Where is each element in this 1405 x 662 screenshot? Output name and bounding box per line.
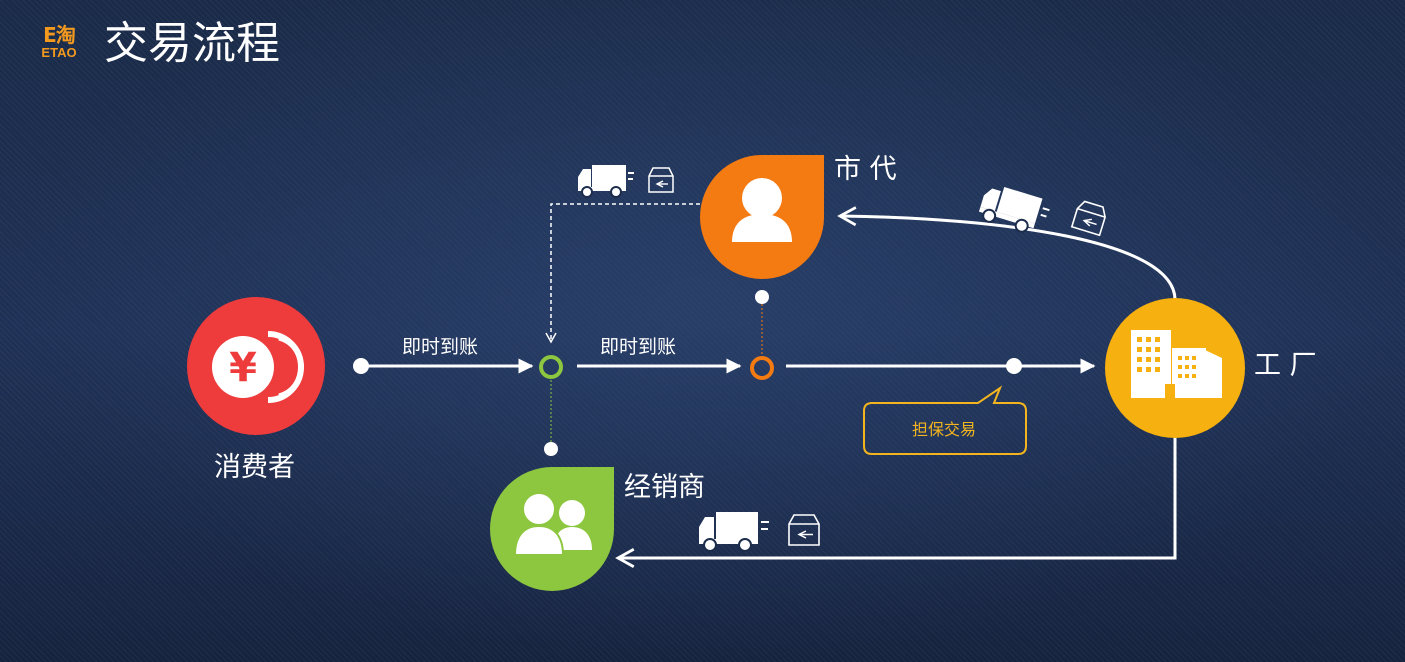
guarantee-callout-bubble bbox=[863, 385, 1027, 455]
agent-connector bbox=[755, 290, 769, 356]
logo-en-text: ETAO bbox=[41, 45, 77, 60]
edge-agent-junction-to-factory bbox=[786, 358, 1096, 374]
factory-label: 工 厂 bbox=[1254, 350, 1317, 381]
city-agent-node[interactable] bbox=[700, 155, 824, 279]
truck-icon bbox=[578, 165, 634, 198]
city-agent-label: 市 代 bbox=[834, 154, 897, 185]
consumer-node[interactable]: ¥ bbox=[187, 297, 325, 435]
instant-payment-label-1: 即时到账 bbox=[402, 336, 479, 358]
factory-node[interactable] bbox=[1105, 298, 1245, 438]
building-icon bbox=[1131, 330, 1222, 398]
edge-factory-to-agent bbox=[837, 206, 1177, 301]
dealer-junction-ring bbox=[539, 355, 563, 379]
svg-text:¥: ¥ bbox=[229, 345, 257, 391]
edge-factory-to-dealer bbox=[615, 435, 1177, 568]
page-title: 交易流程 bbox=[104, 18, 280, 69]
dealer-connector bbox=[544, 380, 558, 456]
consumer-label: 消费者 bbox=[214, 452, 295, 483]
truck-icon bbox=[978, 186, 1050, 233]
box-icon bbox=[1070, 200, 1106, 237]
dealer-label: 经销商 bbox=[624, 472, 705, 503]
dealer-node[interactable] bbox=[490, 467, 614, 591]
agent-junction-ring bbox=[750, 356, 774, 380]
edge-agent-to-dealer-junction bbox=[545, 203, 700, 344]
instant-payment-label-2: 即时到账 bbox=[600, 336, 677, 358]
yen-coin-icon: ¥ bbox=[212, 331, 304, 403]
truck-icon bbox=[699, 512, 769, 552]
box-icon bbox=[648, 167, 674, 193]
box-icon bbox=[788, 514, 820, 546]
logo-cn-text: E淘 bbox=[43, 23, 76, 47]
guarantee-callout-text: 担保交易 bbox=[911, 420, 976, 439]
person-icon bbox=[732, 178, 792, 242]
people-icon bbox=[513, 492, 592, 556]
edge-consumer-to-dealer-junction bbox=[353, 358, 534, 374]
etao-logo: E淘 ETAO bbox=[34, 24, 84, 64]
